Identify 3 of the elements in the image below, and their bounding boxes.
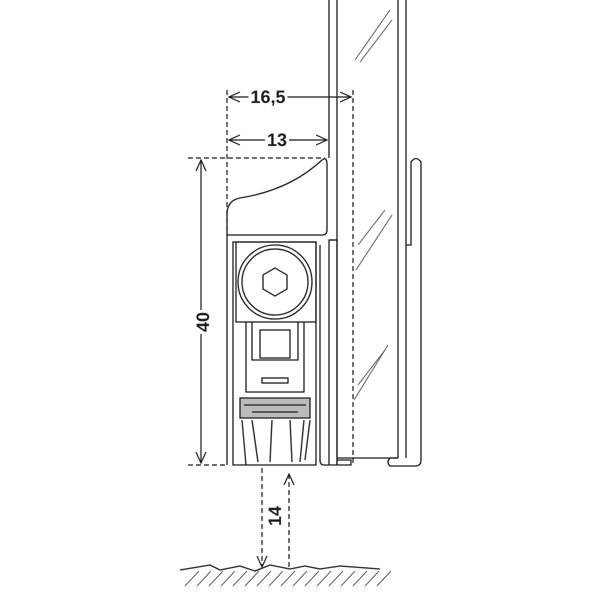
dimension-label: 40 (194, 310, 212, 334)
dimension-label: 13 (264, 131, 290, 149)
dimension-label: 16,5 (248, 88, 288, 106)
